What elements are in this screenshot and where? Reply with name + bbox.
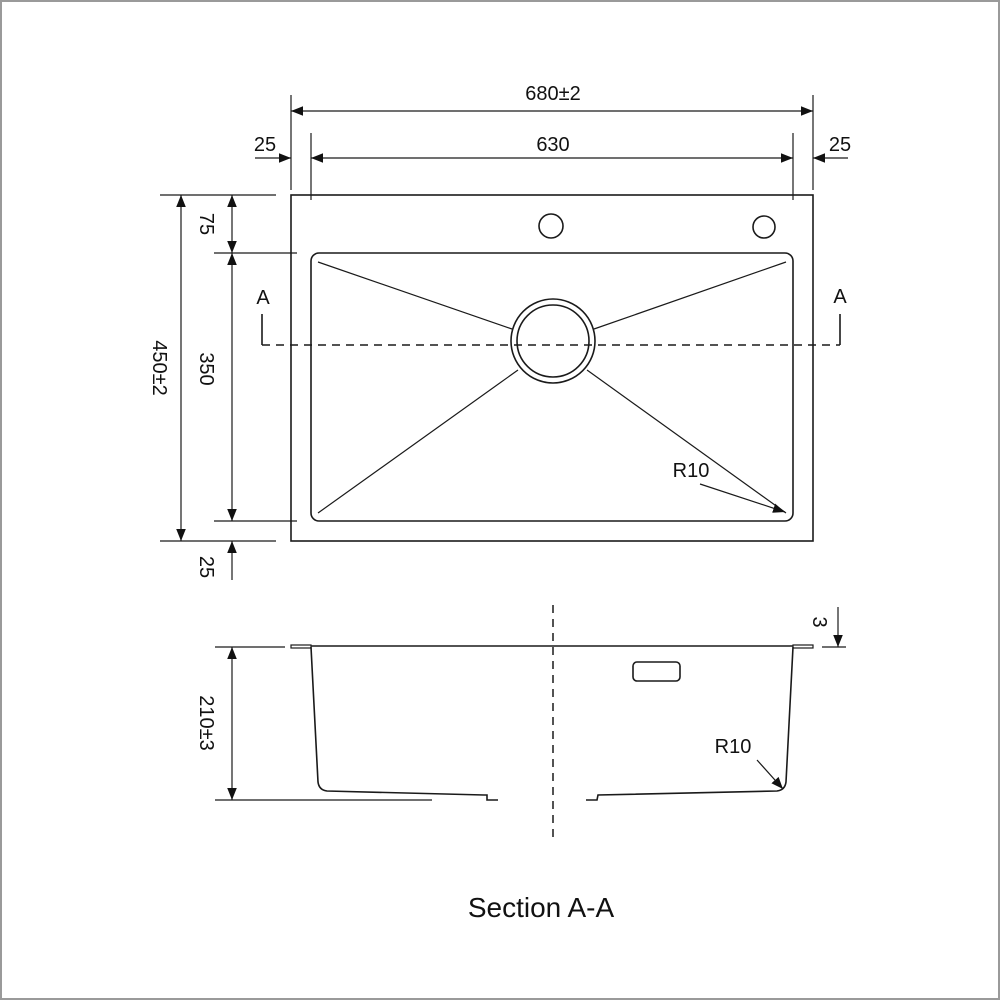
left-flange [290, 644, 312, 649]
right-flange [792, 644, 814, 649]
left-margin-label: 25 [254, 134, 276, 156]
basin-outline [310, 252, 794, 522]
section-title: Section A-A [468, 892, 615, 923]
top-radius-label: R10 [673, 460, 710, 482]
width-dimensions: 680±2 630 25 25 [254, 83, 851, 200]
drain-outer [510, 298, 596, 384]
section-mark-left: A [256, 287, 270, 309]
drain-slope-lines [317, 261, 787, 514]
right-margin-label: 25 [829, 134, 851, 156]
top-radius-arrow [699, 483, 786, 513]
depth-dimensions: 450±2 75 350 25 [148, 194, 297, 580]
top-view: A A R10 680±2 630 25 25 [148, 83, 851, 580]
drain-inner [516, 304, 590, 378]
section-line-a-a: A A [256, 286, 847, 346]
bottom-margin-label: 25 [195, 556, 217, 578]
overall-depth-label: 450±2 [148, 340, 170, 395]
faucet-hole [538, 213, 564, 239]
top-margin-label: 75 [195, 213, 217, 235]
basin-depth-label: 350 [195, 352, 217, 385]
section-height-label: 210±3 [195, 695, 217, 750]
section-radius-label: R10 [715, 736, 752, 758]
section-view: 210±3 3 R10 Section A-A [195, 605, 846, 923]
accessory-hole [752, 215, 776, 239]
sink-outline [290, 194, 814, 542]
rim-thickness-label: 3 [808, 616, 830, 627]
basin-width-label: 630 [536, 134, 569, 156]
left-wall-profile [310, 646, 498, 801]
right-wall-profile [586, 646, 794, 801]
section-radius-arrow [756, 759, 784, 790]
section-mark-right: A [833, 286, 847, 308]
overflow-slot [632, 661, 681, 682]
overall-width-label: 680±2 [525, 83, 580, 105]
